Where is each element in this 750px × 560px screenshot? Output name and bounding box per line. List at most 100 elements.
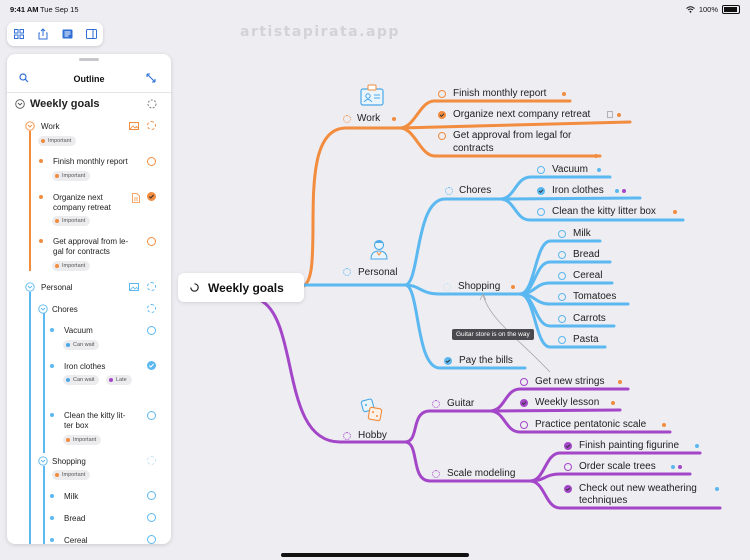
task-milk[interactable]: Milk bbox=[573, 228, 591, 239]
task-pasta[interactable]: Pasta bbox=[573, 334, 599, 345]
guitar-node[interactable]: Guitar bbox=[447, 398, 475, 409]
outline-root-title[interactable]: Weekly goals bbox=[30, 98, 100, 110]
task-checkbox[interactable] bbox=[558, 293, 566, 301]
collapse-chevron-icon[interactable] bbox=[15, 99, 25, 109]
task-checkbox-checked[interactable] bbox=[147, 361, 156, 370]
task-checkbox-checked[interactable] bbox=[444, 357, 452, 365]
task-finish-report[interactable]: Finish monthly report bbox=[453, 88, 547, 99]
task-checkbox[interactable] bbox=[520, 421, 528, 429]
task-pay-bills[interactable]: Pay the bills bbox=[459, 355, 513, 366]
root-node[interactable]: Weekly goals bbox=[178, 273, 304, 302]
status-time: 9:41 AM bbox=[10, 5, 39, 14]
chores-connector bbox=[403, 197, 502, 287]
chores-collapse-icon[interactable] bbox=[38, 304, 48, 314]
task-new-strings[interactable]: Get new strings bbox=[535, 376, 605, 387]
outline-kitty-line2[interactable]: ter box bbox=[64, 421, 89, 430]
hobby-node[interactable]: Hobby bbox=[358, 430, 387, 441]
task-checkbox-checked[interactable] bbox=[147, 192, 156, 201]
hobby-connector bbox=[258, 298, 407, 444]
task-checkbox[interactable] bbox=[147, 326, 156, 335]
task-checkbox[interactable] bbox=[147, 513, 156, 522]
task-weathering-line2[interactable]: techniques bbox=[579, 495, 628, 506]
task-checkbox[interactable] bbox=[147, 535, 156, 544]
outline-iron-clothes[interactable]: Iron clothes bbox=[64, 362, 106, 371]
grid-view-button[interactable] bbox=[12, 27, 26, 41]
task-checkbox-checked[interactable] bbox=[564, 485, 572, 493]
outline-kitty-line1[interactable]: Clean the kitty lit- bbox=[64, 411, 126, 420]
task-checkbox[interactable] bbox=[147, 491, 156, 500]
task-checkbox[interactable] bbox=[537, 166, 545, 174]
task-checkbox[interactable] bbox=[558, 272, 566, 280]
task-checkbox[interactable] bbox=[558, 230, 566, 238]
task-checkbox[interactable] bbox=[558, 315, 566, 323]
bullet bbox=[50, 413, 54, 417]
task-approval-line2[interactable]: contracts bbox=[453, 143, 494, 154]
task-approval-line1[interactable]: Get approval from legal for bbox=[453, 130, 572, 141]
work-node[interactable]: Work bbox=[357, 113, 381, 124]
task-checkbox[interactable] bbox=[147, 411, 156, 420]
task-checkbox[interactable] bbox=[438, 132, 446, 140]
task-weathering-line1[interactable]: Check out new weathering bbox=[579, 483, 697, 494]
task-kitty-litter[interactable]: Clean the kitty litter box bbox=[552, 206, 656, 217]
expand-icon[interactable] bbox=[146, 73, 156, 83]
outline-approval-line1[interactable]: Get approval from le- bbox=[53, 237, 129, 246]
task-painting-figurine[interactable]: Finish painting figurine bbox=[579, 440, 680, 451]
task-checkbox[interactable] bbox=[558, 251, 566, 259]
task-tomatoes[interactable]: Tomatoes bbox=[573, 291, 617, 302]
task-organize-retreat[interactable]: Organize next company retreat bbox=[453, 109, 591, 120]
outline-approval-line2[interactable]: gal for contracts bbox=[53, 247, 110, 256]
tooltip-arrow bbox=[479, 293, 487, 301]
task-checkbox[interactable] bbox=[147, 237, 156, 246]
tag-dot bbox=[671, 465, 675, 469]
outline-bread[interactable]: Bread bbox=[64, 514, 86, 523]
work-collapse-icon[interactable] bbox=[25, 121, 35, 131]
tag-late: Late bbox=[106, 375, 132, 385]
chores-node[interactable]: Chores bbox=[459, 185, 492, 196]
outline-organize-line2[interactable]: company retreat bbox=[53, 203, 111, 212]
tag-dot bbox=[715, 487, 719, 491]
task-iron-clothes[interactable]: Iron clothes bbox=[552, 185, 604, 196]
task-pentatonic[interactable]: Practice pentatonic scale bbox=[535, 419, 647, 430]
scale-progress-indicator bbox=[432, 470, 440, 478]
work-progress-indicator bbox=[147, 121, 156, 130]
outline-finish-report[interactable]: Finish monthly report bbox=[53, 157, 128, 166]
home-indicator[interactable] bbox=[281, 553, 469, 557]
panel-grab-handle[interactable] bbox=[79, 58, 99, 61]
task-checkbox[interactable] bbox=[147, 157, 156, 166]
outline-chores[interactable]: Chores bbox=[52, 305, 78, 314]
outline-organize-line1[interactable]: Organize next bbox=[53, 193, 103, 202]
task-scale-trees[interactable]: Order scale trees bbox=[579, 461, 656, 472]
guitar-progress-indicator bbox=[432, 400, 440, 408]
task-checkbox[interactable] bbox=[520, 378, 528, 386]
personal-node[interactable]: Personal bbox=[358, 267, 398, 278]
task-checkbox-checked[interactable] bbox=[520, 399, 528, 407]
task-cereal[interactable]: Cereal bbox=[573, 270, 603, 281]
sidebar-toggle-button[interactable] bbox=[84, 27, 98, 41]
tag-important: Important bbox=[52, 171, 91, 181]
task-carrots[interactable]: Carrots bbox=[573, 313, 606, 324]
share-button[interactable] bbox=[36, 27, 50, 41]
personal-collapse-icon[interactable] bbox=[25, 282, 35, 292]
shopping-branch-line bbox=[43, 466, 45, 544]
outline-vacuum[interactable]: Vacuum bbox=[64, 326, 93, 335]
task-bread[interactable]: Bread bbox=[573, 249, 600, 260]
task-checkbox-checked[interactable] bbox=[537, 187, 545, 195]
outline-milk[interactable]: Milk bbox=[64, 492, 79, 501]
task-weekly-lesson[interactable]: Weekly lesson bbox=[535, 397, 600, 408]
scale-modeling-node[interactable]: Scale modeling bbox=[447, 468, 516, 479]
task-checkbox-checked[interactable] bbox=[564, 442, 572, 450]
task-checkbox[interactable] bbox=[564, 463, 572, 471]
task-checkbox-checked[interactable] bbox=[438, 111, 446, 119]
document-button[interactable] bbox=[60, 27, 74, 41]
search-icon[interactable] bbox=[19, 73, 29, 83]
outline-work[interactable]: Work bbox=[41, 122, 60, 131]
outline-cereal[interactable]: Cereal bbox=[64, 536, 88, 544]
shopping-collapse-icon[interactable] bbox=[38, 456, 48, 466]
task-checkbox[interactable] bbox=[537, 208, 545, 216]
task-checkbox[interactable] bbox=[558, 336, 566, 344]
task-checkbox[interactable] bbox=[438, 90, 446, 98]
outline-shopping[interactable]: Shopping bbox=[52, 457, 86, 466]
shopping-node[interactable]: Shopping bbox=[458, 281, 501, 292]
task-vacuum[interactable]: Vacuum bbox=[552, 164, 588, 175]
outline-personal[interactable]: Personal bbox=[41, 283, 73, 292]
